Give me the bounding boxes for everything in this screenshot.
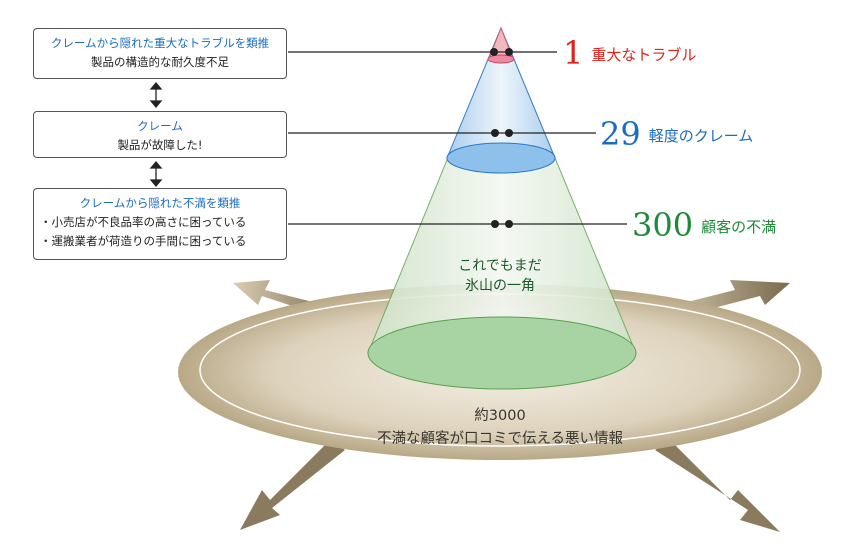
box-title: クレームから隠れた不満を類推 — [79, 196, 241, 210]
double-arrows — [149, 81, 163, 188]
box-dissatisfaction: クレームから隠れた不満を類推 ・小売店が不良品率の高さに困っている ・運搬業者が… — [33, 188, 287, 260]
base-number: 約3000 — [474, 408, 526, 424]
base-caption: 約3000 不満な顧客が口コミで伝える悪い情報 — [300, 405, 700, 451]
box-serious-trouble: クレームから隠れた重大なトラブルを類推 製品の構造的な耐久度不足 — [33, 28, 287, 79]
caption-line: これでもまだ — [458, 258, 542, 274]
box-title: クレーム — [137, 119, 183, 133]
green-ellipse — [367, 316, 637, 390]
level-dissatisfaction: 300 顧客の不満 — [632, 206, 776, 244]
box-text: ・小売店が不良品率の高さに困っている — [40, 215, 247, 229]
level-label: 重大なトラブル — [591, 46, 697, 64]
box-claim: クレーム 製品が故障した! — [33, 111, 287, 158]
level-number: 29 — [600, 115, 641, 153]
arrow-down-right — [655, 440, 780, 532]
base-label: 不満な顧客が口コミで伝える悪い情報 — [376, 431, 624, 447]
level-number: 1 — [563, 34, 584, 72]
arrow-down-left — [240, 440, 345, 530]
box-text: 製品が故障した! — [117, 138, 203, 152]
level-number: 300 — [632, 206, 694, 244]
caption-line: 氷山の一角 — [465, 278, 535, 294]
box-text: 製品の構造的な耐久度不足 — [91, 55, 229, 69]
box-text: ・運搬業者が荷造りの手間に困っている — [40, 234, 247, 248]
level-claim: 29 軽度のクレーム — [600, 115, 753, 153]
blue-ellipse — [446, 142, 556, 174]
level-serious: 1 重大なトラブル — [563, 34, 696, 72]
level-label: 顧客の不満 — [701, 218, 777, 236]
box-title: クレームから隠れた重大なトラブルを類推 — [50, 36, 270, 50]
level-label: 軽度のクレーム — [648, 127, 754, 145]
cone-caption: これでもまだ 氷山の一角 — [430, 256, 570, 296]
